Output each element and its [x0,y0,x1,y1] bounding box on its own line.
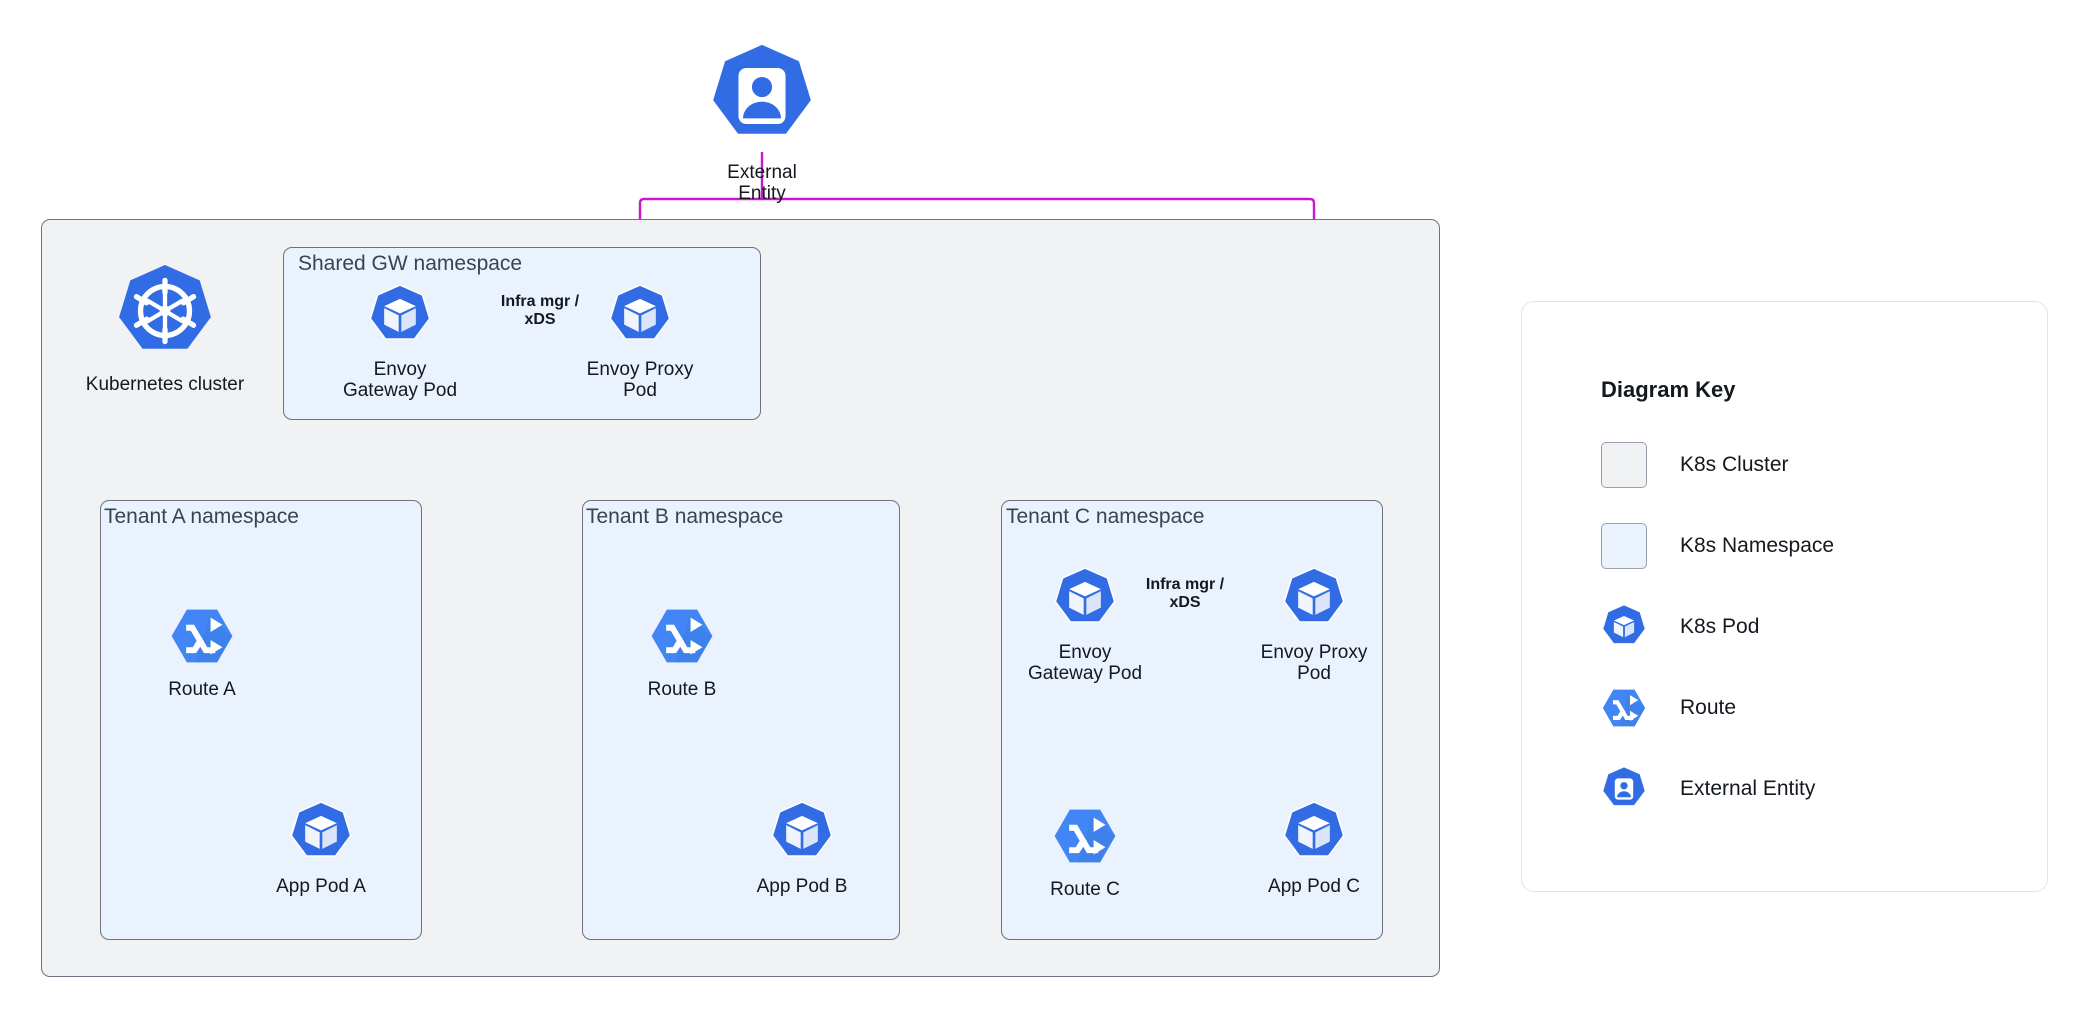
edge-label-infra-xds-tenantc: Infra mgr / xDS [1145,576,1225,612]
k8s-pod-icon [607,283,673,354]
node-shared-envoy-proxy-pod[interactable]: Envoy Proxy Pod [580,283,700,402]
legend-item-k8s-cluster-label: K8s Cluster [1680,453,1789,476]
k8s-pod-icon [769,800,835,871]
node-app-pod-b[interactable]: App Pod B [742,800,862,897]
legend-item-k8s-cluster[interactable]: K8s Cluster [1601,442,1789,488]
cluster-square-swatch [1601,442,1647,488]
node-shared-envoy-proxy-pod-label: Envoy Proxy Pod [586,359,694,402]
node-route-a[interactable]: Route A [140,603,264,700]
node-route-b-label: Route B [647,679,717,700]
namespace-tenant-b [582,500,900,940]
namespace-tenant-a-label: Tenant A namespace [104,505,299,528]
node-route-a-label: Route A [168,679,236,700]
legend-item-route[interactable]: Route [1601,685,1736,731]
node-tenantc-envoy-gateway-pod-label: Envoy Gateway Pod [1027,642,1143,685]
node-route-c-label: Route C [1050,879,1120,900]
node-shared-envoy-gateway-pod-label: Envoy Gateway Pod [342,359,458,402]
legend-item-route-label: Route [1680,696,1737,719]
namespace-square-swatch [1601,523,1647,569]
diagram-key-title: Diagram Key [1601,377,1736,402]
edge-label-infra-xds-shared: Infra mgr / xDS [500,293,580,329]
node-app-pod-a[interactable]: App Pod A [261,800,381,897]
legend-item-external-entity[interactable]: External Entity [1601,766,1815,812]
route-icon [649,603,715,674]
k8s-pod-icon [1281,566,1347,637]
legend-item-external-entity-label: External Entity [1680,777,1816,800]
node-route-b[interactable]: Route B [620,603,744,700]
k8s-pod-icon [1601,604,1647,650]
namespace-shared-gw-label: Shared GW namespace [298,252,523,275]
k8s-pod-icon [288,800,354,871]
node-app-pod-a-label: App Pod A [276,876,366,897]
node-app-pod-c-label: App Pod C [1268,876,1360,897]
node-tenantc-envoy-proxy-pod[interactable]: Envoy Proxy Pod [1254,566,1374,685]
legend-item-k8s-namespace[interactable]: K8s Namespace [1601,523,1834,569]
route-icon [1052,803,1118,874]
route-icon [1601,685,1647,731]
node-kubernetes-cluster[interactable]: Kubernetes cluster [85,262,245,395]
node-external-entity[interactable]: External Entity [702,40,822,205]
external-entity-icon [706,40,818,157]
external-entity-icon [1601,766,1647,812]
k8s-pod-icon [1281,800,1347,871]
namespace-tenant-a [100,500,422,940]
node-shared-envoy-gateway-pod[interactable]: Envoy Gateway Pod [340,283,460,402]
kubernetes-helm-icon [114,262,216,369]
namespace-tenant-c-label: Tenant C namespace [1006,505,1205,528]
k8s-pod-icon [367,283,433,354]
legend-item-k8s-namespace-label: K8s Namespace [1680,534,1835,557]
node-route-c[interactable]: Route C [1023,803,1147,900]
node-kubernetes-cluster-label: Kubernetes cluster [85,374,245,395]
node-tenantc-envoy-proxy-pod-label: Envoy Proxy Pod [1260,642,1368,685]
node-tenantc-envoy-gateway-pod[interactable]: Envoy Gateway Pod [1025,566,1145,685]
namespace-shared-gw [283,247,761,420]
k8s-pod-icon [1052,566,1118,637]
legend-item-k8s-pod[interactable]: K8s Pod [1601,604,1759,650]
node-app-pod-c[interactable]: App Pod C [1254,800,1374,897]
namespace-tenant-b-label: Tenant B namespace [586,505,784,528]
legend-item-k8s-pod-label: K8s Pod [1680,615,1760,638]
node-external-entity-label: External Entity [727,162,797,205]
node-app-pod-b-label: App Pod B [756,876,848,897]
route-icon [169,603,235,674]
